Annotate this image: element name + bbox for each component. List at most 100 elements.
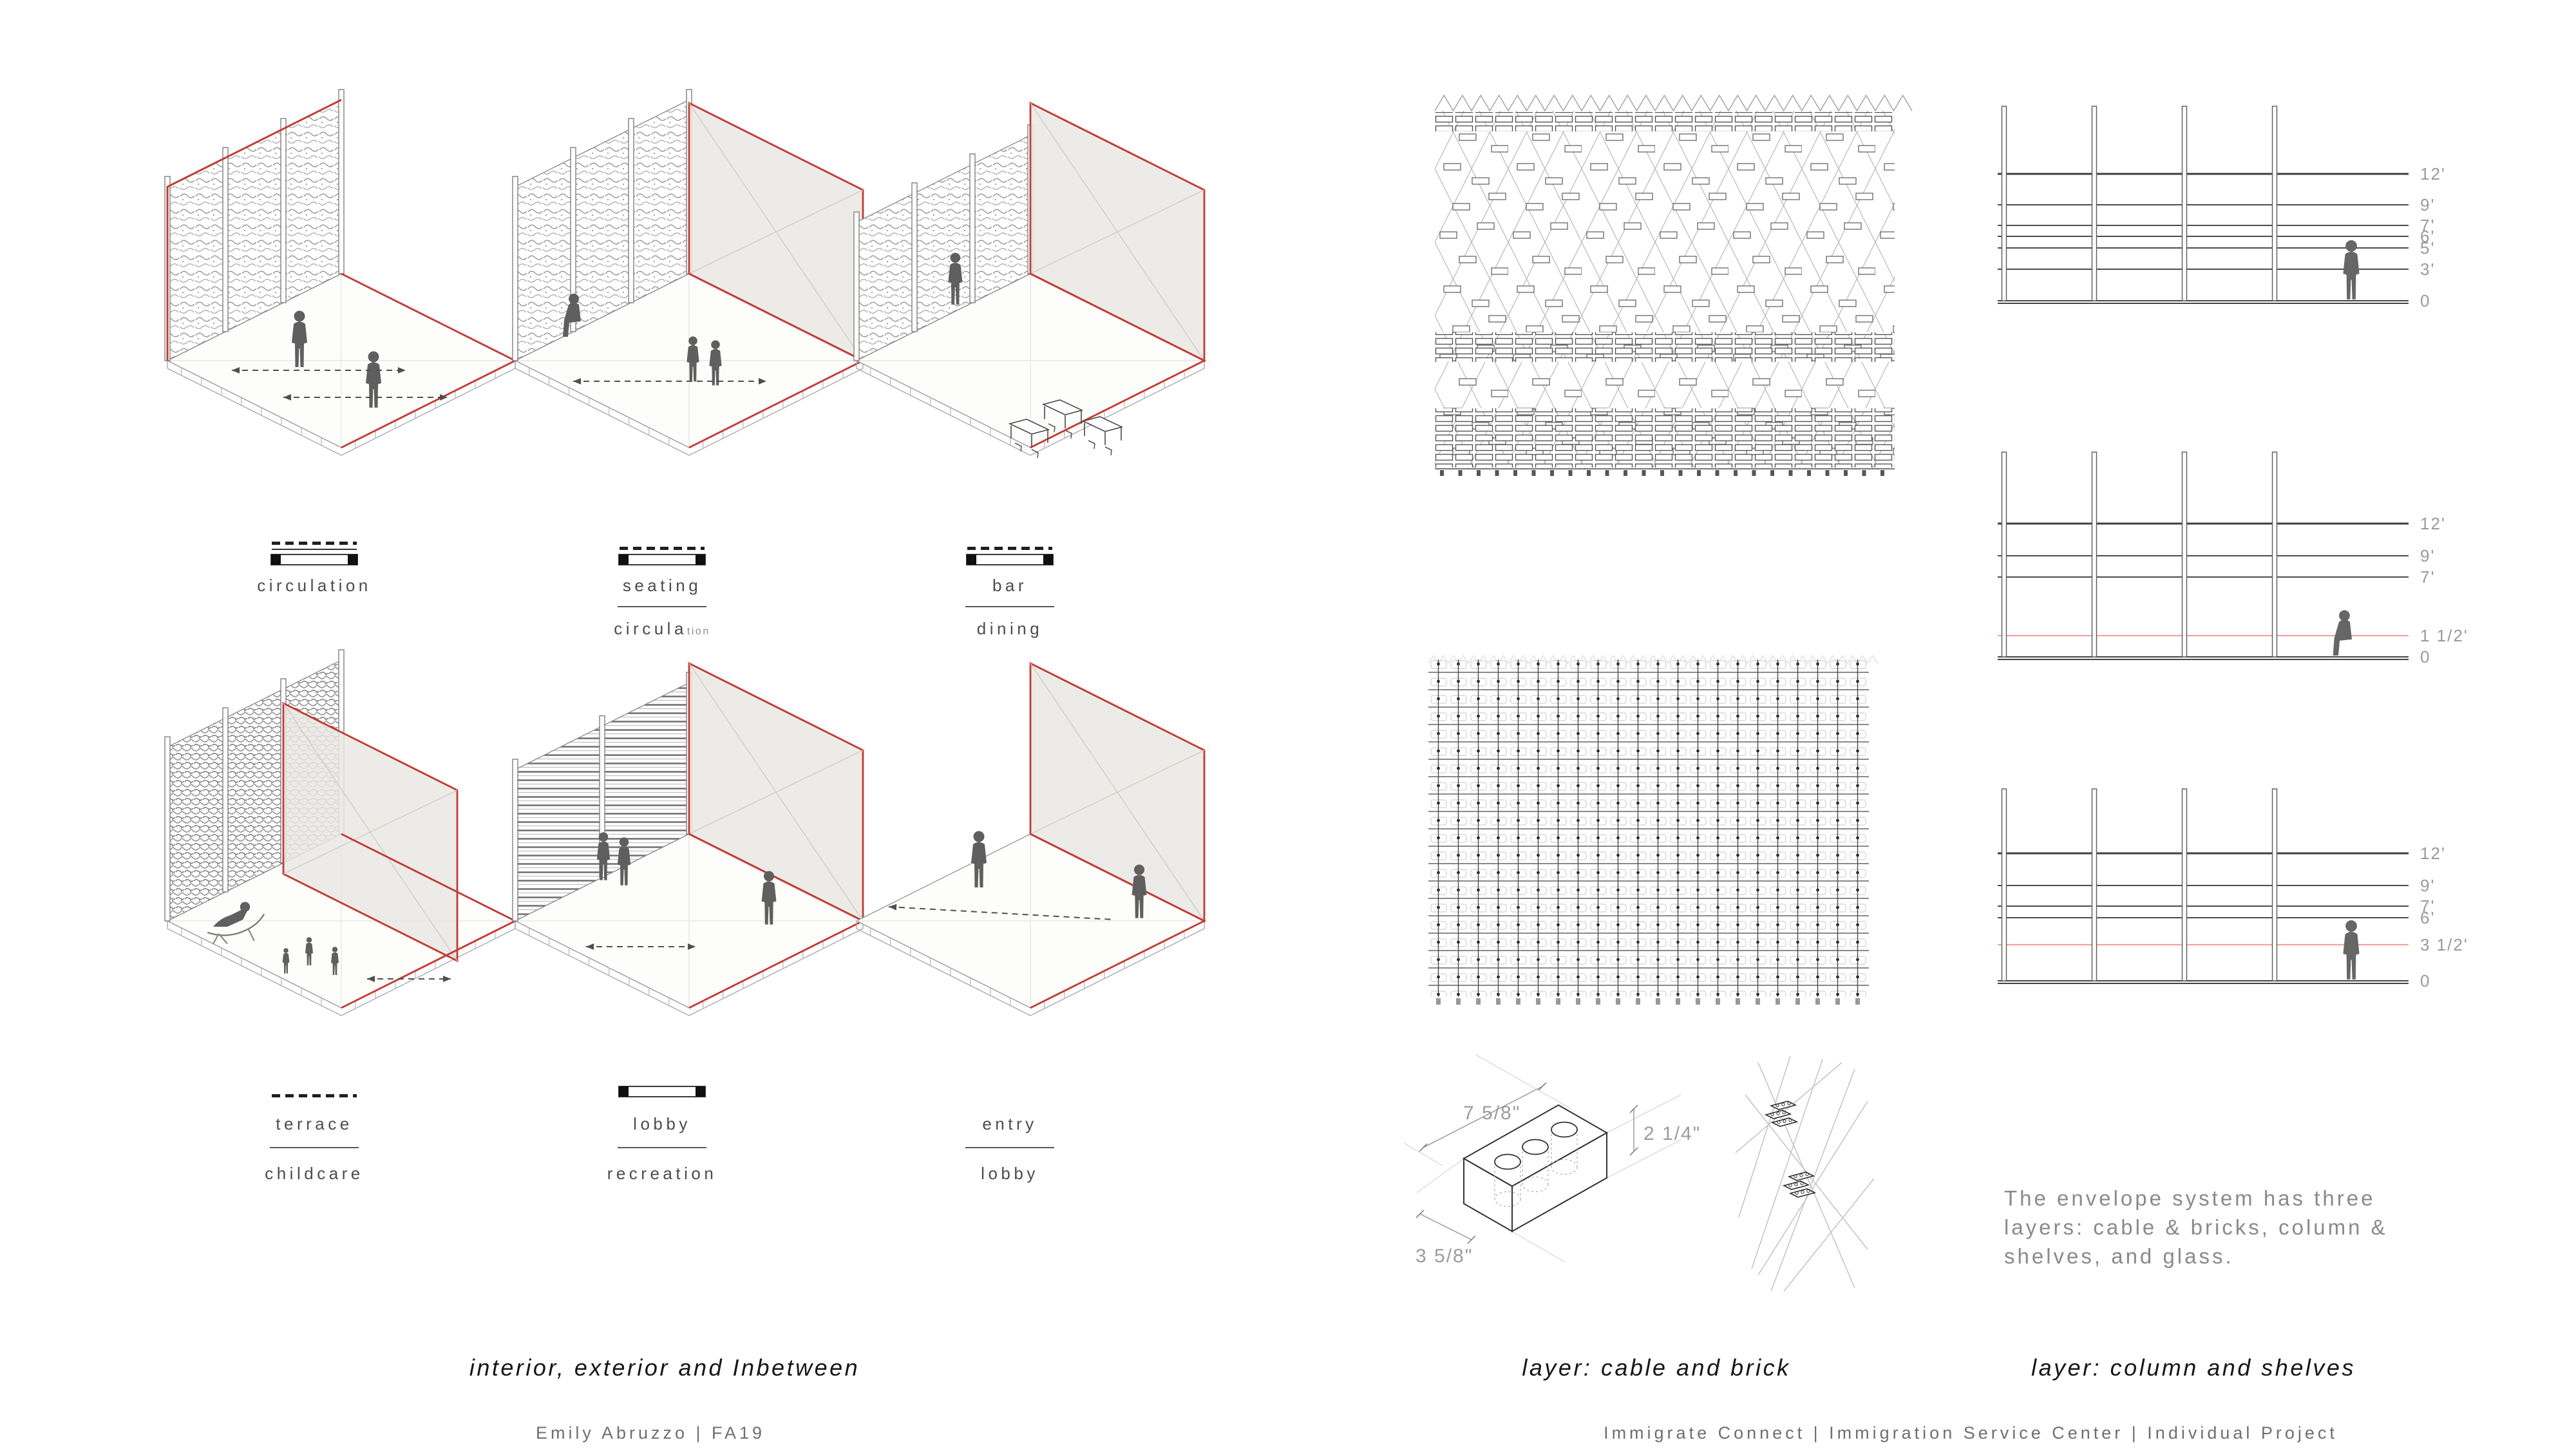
table-legs [1084,423,1122,445]
mini-brick [1764,1110,1792,1119]
arrowhead-icon [889,904,897,911]
wall-segment-icon [618,554,706,565]
column [2181,106,2188,301]
legend-divider [618,606,706,607]
wall-post [512,176,518,361]
table-icon [1041,399,1084,415]
dense-brick-band [1435,112,1895,131]
stool-icon [1014,442,1039,459]
red-floor-edge [1030,272,1207,449]
wall-post [512,759,518,922]
elevation-panel-middle: 12'9'7'1 1/2'0 [1998,451,2467,667]
legend-top-label: terrace [276,1114,353,1133]
column [2271,106,2278,301]
brick-hole [1522,1139,1549,1155]
cable-line [1757,1101,1868,1276]
elevation-panel-bottom: 12'9'7'6'3 1/2'0 [1998,788,2467,990]
cable-line [1783,1178,1875,1292]
wall-segment-icon [270,554,358,565]
column [2091,788,2098,981]
legend-bottom-label: circulation [614,619,710,638]
legend-top-label: entry [982,1114,1037,1133]
height-tick-label: 12' [2420,164,2446,184]
stool-icon [1088,440,1112,456]
dimension-label: 3 5/8" [1416,1245,1473,1267]
brick-net-mesh [1428,659,1869,997]
dimension-label: 7 5/8" [1463,1103,1520,1124]
height-tick-label: 9' [2420,546,2435,565]
arrowhead-icon [442,976,451,982]
wall-post [222,147,229,332]
height-tick-label: 6' [2420,908,2435,927]
arrowhead-icon [283,394,292,401]
cable-line [1751,1059,1823,1269]
dashed-arrow [888,906,1115,920]
table-icon [1008,419,1050,435]
dense-brick-band [1435,408,1895,468]
height-tick-label: 7' [2420,896,2435,916]
mini-brick [1769,1101,1797,1110]
wall-post [628,118,634,303]
arrowhead-icon [758,378,766,384]
axon-diagram-lobby-recreation [512,661,866,1016]
brick-detail-drawing: 7 5/8"3 5/8"2 1/4" [1403,1054,1700,1267]
floor-slab-edge [856,361,1205,456]
legend-icons [618,529,706,565]
left-title: interior, exterior and Inbetween [469,1354,860,1381]
axon-diagram-bar-dining [853,101,1207,459]
person-figure [2343,240,2360,299]
column [2001,106,2007,301]
dashed-path-icon [967,547,1052,550]
dashed-path-icon [620,547,705,550]
elevation-panel-top: 12'9'7'6'5'3'0 [1998,106,2446,310]
height-tick-label: 12' [2420,844,2446,863]
red-floor-edge [1030,833,1207,1009]
column [2271,451,2278,658]
column [2181,451,2188,658]
height-tick-label: 9' [2420,876,2435,895]
legend-icons [272,1061,357,1097]
height-tick-label: 7' [2420,567,2435,587]
wall-segment-icon [966,554,1054,565]
wall-post [222,707,229,893]
mini-brick [1788,1188,1817,1198]
arrowhead-icon [232,367,240,374]
arrowhead-icon [586,943,594,950]
axon-diagram-terrace-childcare [164,649,518,1016]
height-tick-label: 5' [2420,238,2435,258]
wall-post [164,736,171,922]
thin-line-icon [272,549,357,550]
ground-tick-label: 0 [2420,647,2429,667]
envelope-note-line: The envelope system has three [2004,1186,2376,1210]
brick-hole [1494,1153,1521,1170]
mini-brick [1782,1180,1810,1190]
person-figure [2333,610,2352,656]
mini-brick [1770,1117,1799,1127]
arrowhead-icon [687,943,696,950]
height-tick-label: 9' [2420,195,2435,214]
axon-diagram-entry-lobby [855,661,1207,1016]
legend-divider [618,1147,706,1148]
envelope-note: The envelope system has three layers: ca… [2004,1184,2388,1271]
legend-icons [270,529,358,565]
legend-top-label: circulation [257,576,372,595]
envelope-note-line: shelves, and glass. [2004,1244,2234,1268]
label-cable-brick: layer: cable and brick [1522,1354,1791,1381]
dashed-path-icon [272,1094,357,1097]
label-column-shelves: layer: column and shelves [2031,1354,2356,1381]
column [2001,788,2007,981]
legend-top-label: lobby [633,1114,691,1133]
arrowhead-icon [367,976,375,982]
right-credit: Immigrate Connect | Immigration Service … [1604,1423,2338,1443]
left-credit: Emily Abruzzo | FA19 [535,1423,766,1443]
wall-post [911,182,918,332]
brick-front-face [1511,1132,1607,1233]
person-figure [2343,920,2360,980]
table-legs [1010,426,1048,448]
legend-bottom-label: dining [976,619,1043,638]
arrowhead-icon [573,378,582,384]
height-tick-label: 12' [2420,514,2446,533]
scattered-bricks [1435,121,1895,462]
